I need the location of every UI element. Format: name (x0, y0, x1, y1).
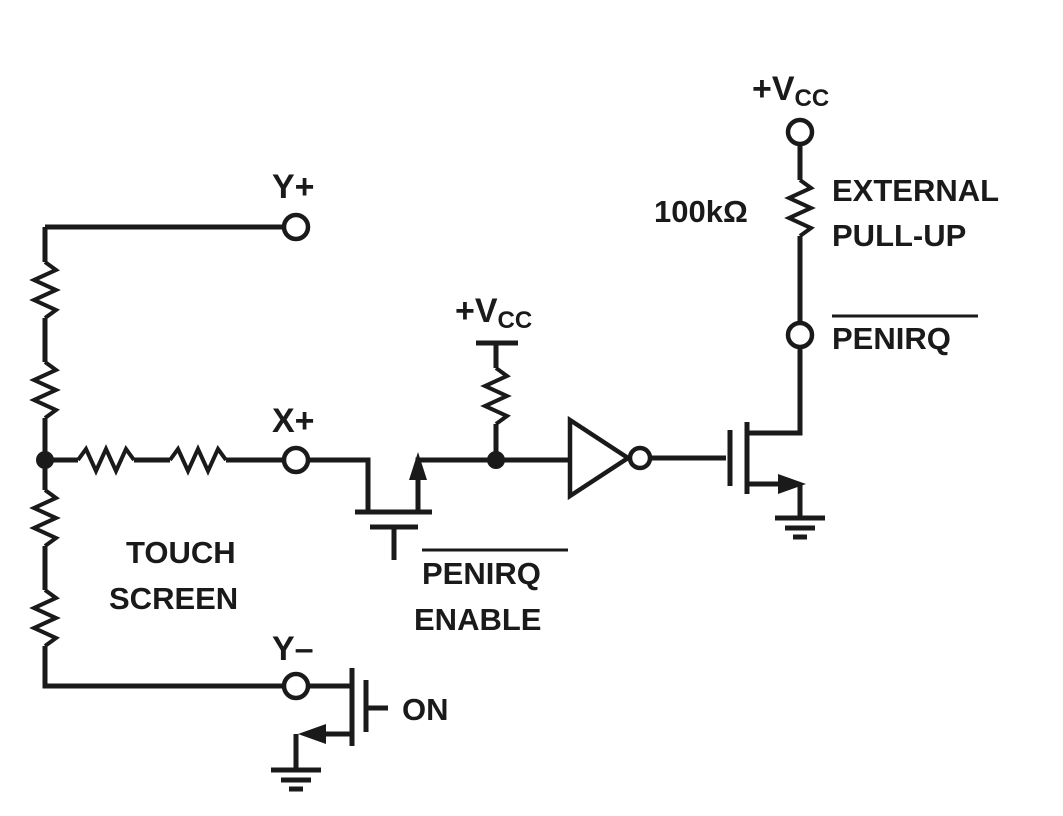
y-minus-switch (271, 668, 388, 792)
output-transistor (727, 348, 825, 540)
on-label: ON (402, 692, 449, 727)
y-minus-wire (42, 646, 283, 689)
switch-arrow-icon (298, 724, 326, 744)
external-pullup-resistor (784, 178, 816, 238)
rail-resistor-3 (29, 488, 61, 548)
svg-text:+VCC: +VCC (455, 292, 532, 334)
touch-label: TOUCH (126, 535, 236, 570)
vcc-label-external-sub: CC (795, 85, 830, 112)
vcc-terminal-external (785, 117, 815, 147)
penirq-enable-label: PENIRQ (422, 556, 541, 591)
touch-screen-network (29, 224, 283, 689)
x-branch-resistor-1 (76, 444, 136, 476)
y-plus-terminal (281, 212, 311, 242)
vcc-label-internal-main: +V (455, 292, 498, 330)
x-plus-to-transistor-wire (308, 457, 371, 512)
svg-text:+VCC: +VCC (752, 70, 829, 112)
x-plus-terminal (281, 445, 311, 475)
x-plus-label: X+ (272, 402, 315, 440)
x-branch-resistor-2 (168, 444, 228, 476)
enable-label: ENABLE (414, 602, 541, 637)
output-drain-wire (747, 348, 803, 436)
pull-up-label: PULL-UP (832, 218, 966, 253)
vcc-label-internal-sub: CC (498, 307, 533, 334)
output-arrow-icon (778, 474, 806, 494)
external-pullup (784, 117, 816, 350)
vcc-label-external-main: +V (752, 70, 795, 108)
rail-resistor-2 (29, 360, 61, 420)
inverter (496, 415, 726, 501)
y-plus-label: Y+ (272, 168, 315, 206)
internal-pullup (476, 340, 518, 469)
y-minus-terminal (281, 671, 311, 701)
rail-resistor-4 (29, 588, 61, 648)
external-label: EXTERNAL (832, 173, 999, 208)
penirq-label: PENIRQ (832, 321, 951, 356)
screen-label: SCREEN (109, 581, 238, 616)
penirq-terminal (785, 320, 815, 350)
resistor-value-label: 100kΩ (654, 194, 748, 229)
rail-resistor-1 (29, 260, 61, 320)
internal-pullup-resistor (480, 366, 512, 426)
inverter-triangle-icon (567, 415, 633, 501)
penirq-enable-transistor (308, 452, 496, 560)
vcc-label-internal: +VCC (455, 292, 532, 334)
enable-to-node-wire (415, 457, 496, 478)
y-minus-label: Y– (272, 630, 314, 668)
inverter-bubble (627, 445, 653, 471)
vcc-label-external: +VCC (752, 70, 829, 112)
